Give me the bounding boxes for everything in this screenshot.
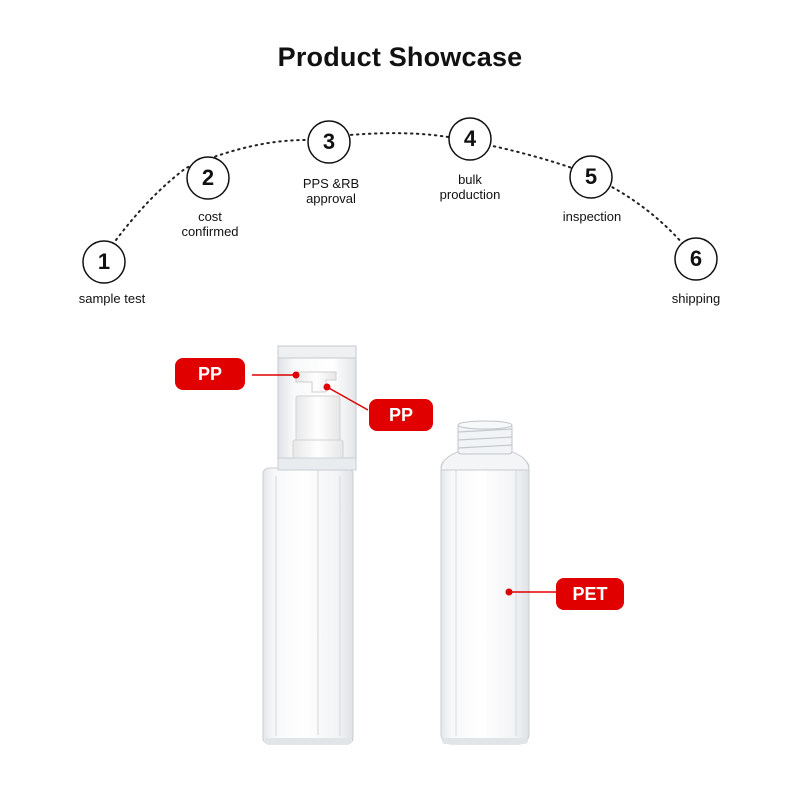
step-label-6-line1: shipping bbox=[671, 291, 721, 306]
step-label-2: cost confirmed bbox=[150, 209, 270, 239]
step-circle-2 bbox=[186, 156, 230, 200]
pet-bottle bbox=[440, 420, 530, 745]
step-number-3: 3 bbox=[322, 129, 336, 154]
step-circle-1 bbox=[82, 240, 126, 284]
step-label-5-line1: inspection bbox=[562, 209, 622, 224]
step-label-5: inspection bbox=[532, 209, 652, 224]
step-label-2-line2: confirmed bbox=[181, 224, 239, 239]
step-label-6: shipping bbox=[636, 291, 756, 306]
step-label-1: sample test bbox=[52, 291, 172, 306]
callout-line-pump bbox=[326, 386, 369, 411]
step-circle-3 bbox=[307, 120, 351, 164]
cap-material-badge: PP bbox=[175, 358, 245, 390]
step-label-4-line1: bulk bbox=[458, 172, 482, 187]
step-label-4-line2: production bbox=[439, 187, 501, 202]
step-number-1: 1 bbox=[97, 249, 111, 274]
step-label-3: PPS &RB approval bbox=[271, 176, 391, 206]
step-circle-4 bbox=[448, 117, 492, 161]
callout-dot-bottle bbox=[505, 588, 513, 596]
pump-material-badge: PP bbox=[369, 399, 433, 431]
step-number-4: 4 bbox=[463, 126, 477, 151]
step-label-3-line2: approval bbox=[306, 191, 356, 206]
step-number-6: 6 bbox=[689, 246, 703, 271]
step-label-1-line1: sample test bbox=[78, 291, 146, 306]
step-label-4: bulk production bbox=[410, 172, 530, 202]
step-label-3-line1: PPS &RB bbox=[302, 176, 360, 191]
step-circle-6 bbox=[674, 237, 718, 281]
pump-collar bbox=[295, 395, 341, 443]
step-label-2-line1: cost bbox=[198, 209, 222, 224]
process-dotted-path bbox=[115, 132, 684, 245]
step-circle-5 bbox=[569, 155, 613, 199]
callout-dot-cap bbox=[292, 371, 300, 379]
pump-bottle bbox=[262, 345, 357, 745]
step-number-5: 5 bbox=[584, 164, 598, 189]
bottle-material-badge: PET bbox=[556, 578, 624, 610]
page-title: Product Showcase bbox=[277, 42, 523, 72]
callout-dot-pump bbox=[323, 383, 331, 391]
step-number-2: 2 bbox=[201, 165, 215, 190]
